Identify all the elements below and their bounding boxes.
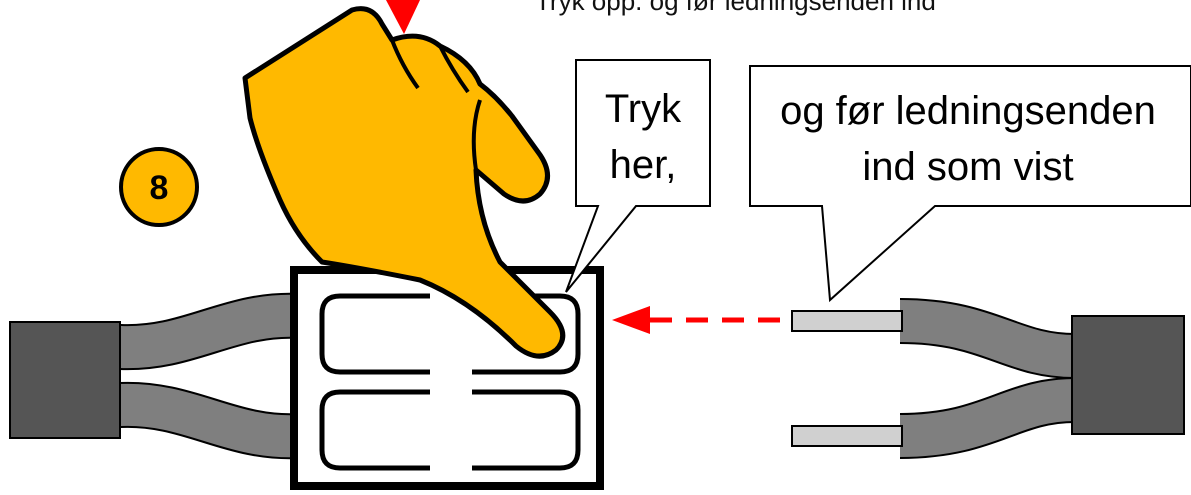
callout-press-line1: Tryk [605, 87, 682, 131]
callout-insert-bubble [749, 65, 1191, 303]
connector-upper-slot [319, 293, 581, 375]
step-number: 8 [150, 169, 169, 207]
step-badge: 8 [119, 147, 199, 227]
connector-lower-slot [319, 389, 581, 471]
arrowhead-icon [612, 306, 650, 334]
callout-press-bubble [565, 59, 711, 293]
top-red-arrow [386, 0, 420, 34]
top-caption: Tryk opp. og før ledningsenden ind [535, 0, 936, 16]
right-cable-sheath [1071, 315, 1185, 435]
callout-insert-line2: ind som vist [862, 145, 1073, 189]
wago-connector [290, 266, 604, 490]
stripped-wire-tip-lower [791, 425, 903, 447]
right-cable [791, 298, 1185, 459]
hand-shape [242, 6, 566, 359]
left-cable [9, 292, 302, 460]
left-cable-sheath [9, 321, 121, 439]
callout-insert-line1: og før ledningsenden [780, 89, 1156, 133]
connector-body [290, 266, 604, 490]
callout-press-here: Tryk her, [565, 59, 711, 293]
insert-direction-arrow [612, 306, 788, 334]
callout-press-line2: her, [610, 143, 677, 187]
stripped-wire-tip-upper [791, 310, 903, 332]
pointing-hand-icon [242, 6, 566, 359]
callout-insert-wire: og før ledningsenden ind som vist [749, 65, 1191, 303]
